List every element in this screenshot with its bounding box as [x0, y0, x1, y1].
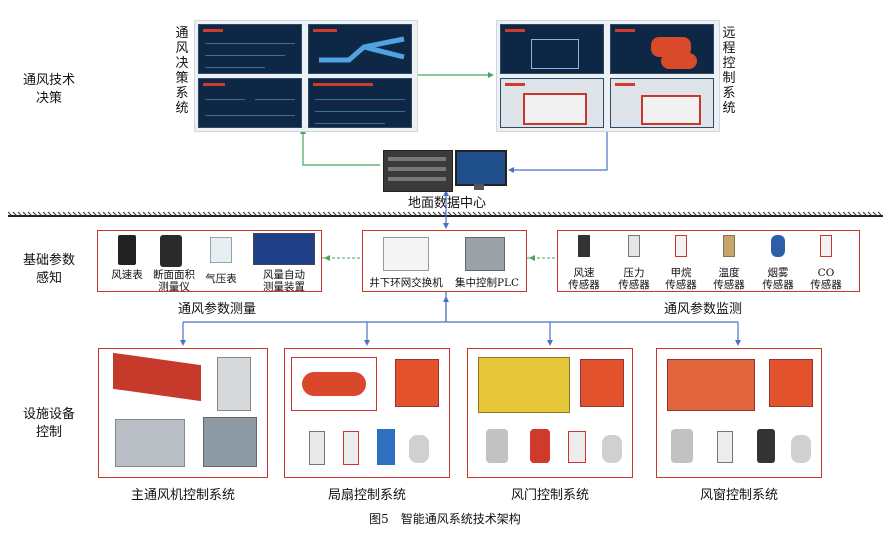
control-panel-icon: [203, 417, 257, 467]
monitor-item: 温度 传感器: [713, 267, 745, 291]
measure-item: 气压表: [205, 273, 237, 285]
sensor-icon: [343, 431, 359, 465]
air-door-system-box: [467, 348, 633, 478]
measure-item: 风速表: [111, 269, 143, 281]
sensor-icon: [568, 431, 586, 463]
screen-panel: [610, 78, 714, 128]
local-fan-icon: [302, 372, 366, 396]
monitoring-box: 风速 传感器 压力 传感器 甲烷 传感器 温度 传感器 烟雾 传感器 CO 传感…: [557, 230, 860, 292]
starter-box-icon: [395, 359, 439, 407]
system-label: 风窗控制系统: [699, 488, 778, 503]
link-datacenter-decision: [302, 132, 380, 166]
section-sensing-label: 基础参数 感知: [22, 253, 75, 286]
remote-panel-title: 远 程 控 制 系 统: [722, 26, 736, 116]
air-window-system-box: [656, 348, 822, 478]
monitor-stand-icon: [474, 184, 484, 190]
pressure-sensor-icon: [628, 235, 640, 257]
fan-housing-icon: [115, 419, 185, 467]
methane-sensor-icon: [675, 235, 687, 257]
sensor-icon: [717, 431, 733, 463]
sensor-icon: [377, 429, 395, 465]
monitor-icon: [455, 150, 507, 186]
monitor-item: CO 传感器: [810, 267, 842, 291]
plc-cabinet-icon: [465, 237, 505, 271]
screen-panel: [308, 24, 412, 74]
control-cabinet-icon: [217, 357, 251, 411]
sensor-icon: [409, 435, 429, 463]
sensor-icon: [757, 429, 775, 463]
sensor-icon: [309, 431, 325, 465]
screen-panel: [198, 78, 302, 128]
co-sensor-icon: [820, 235, 832, 257]
sensor-icon: [530, 429, 550, 463]
screen-panel: [308, 78, 412, 128]
section-meter-icon: [160, 235, 182, 267]
system-label: 风门控制系统: [510, 488, 589, 503]
monitor-item: 烟雾 传感器: [762, 267, 794, 291]
sensor-icon: [671, 429, 693, 463]
monitor-item: 风速 传感器: [568, 267, 600, 291]
link-remote-datacenter: [512, 132, 608, 171]
sensor-icon: [486, 429, 508, 463]
screen-panel: [500, 24, 604, 74]
smoke-sensor-icon: [771, 235, 785, 257]
starter-box-icon: [769, 359, 813, 407]
screen-panel: [198, 24, 302, 74]
figure-caption: 图5 智能通风系统技术架构: [369, 512, 521, 526]
local-fan-system-box: [284, 348, 450, 478]
ground-hatching: [7, 211, 883, 217]
measure-item: 断面面积 测量仪: [153, 269, 195, 293]
wind-sensor-icon: [578, 235, 590, 257]
switch-device-icon: [383, 237, 429, 271]
monitor-item: 压力 传感器: [618, 267, 650, 291]
air-window-icon: [667, 359, 755, 411]
measurement-label: 通风参数测量: [177, 302, 256, 317]
local-fan-inset: [291, 357, 377, 411]
screen-panel: [500, 78, 604, 128]
monitoring-label: 通风参数监测: [663, 302, 742, 317]
remote-title-text: 远 程 控 制 系 统: [722, 26, 736, 116]
sensor-icon: [791, 435, 811, 463]
decision-system-screens: [194, 20, 418, 132]
switch-label: 井下环网交换机: [369, 277, 443, 289]
air-door-icon: [478, 357, 570, 413]
data-center-label: 地面数据中心: [407, 196, 486, 211]
measure-item: 风量自动 测量装置: [263, 269, 305, 293]
screen-panel: [610, 24, 714, 74]
system-label: 局扇控制系统: [327, 488, 406, 503]
remote-control-screens: [496, 20, 720, 132]
monitor-item: 甲烷 传感器: [665, 267, 697, 291]
temperature-sensor-icon: [723, 235, 735, 257]
main-fan-icon: [113, 352, 201, 402]
server-rack-icon: [383, 150, 453, 192]
starter-box-icon: [580, 359, 624, 407]
decision-panel-title: 通 风 决 策 系 统: [175, 26, 189, 116]
airflow-device-icon: [253, 233, 315, 265]
sensor-icon: [602, 435, 622, 463]
main-fan-system-box: [98, 348, 268, 478]
barometer-icon: [210, 237, 232, 263]
measurement-box: 风速表 断面面积 测量仪 气压表 风量自动 测量装置: [97, 230, 322, 293]
section-decision-label: 通风技术 决策: [22, 73, 75, 106]
center-control-box: 井下环网交换机 集中控制PLC: [362, 230, 527, 292]
decision-title-text: 通 风 决 策 系 统: [175, 26, 189, 116]
plc-label: 集中控制PLC: [454, 277, 520, 289]
section-control-label: 设施设备 控制: [22, 407, 75, 440]
system-label: 主通风机控制系统: [130, 488, 235, 503]
anemometer-icon: [118, 235, 136, 265]
